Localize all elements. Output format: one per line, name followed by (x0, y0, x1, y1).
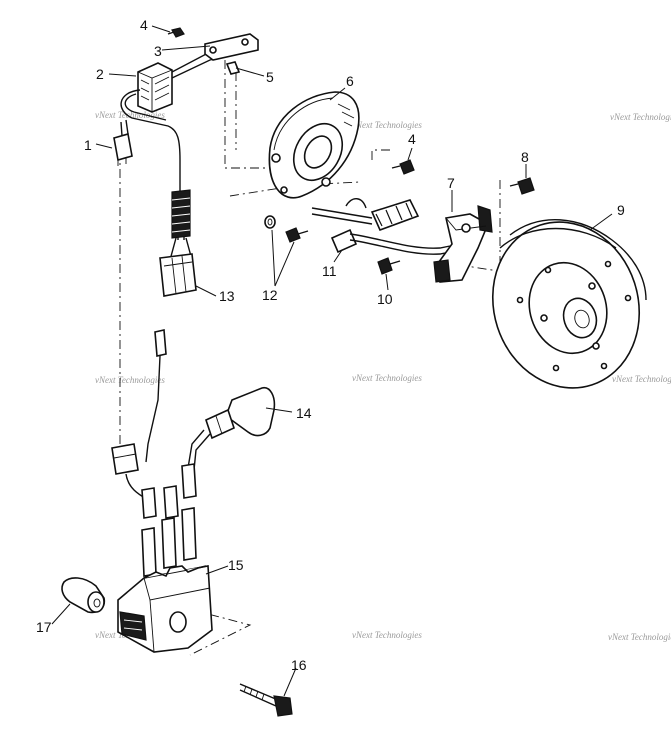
part-16-bolt (239, 683, 293, 717)
harness-wrap (171, 189, 191, 239)
callout-11: 11 (322, 263, 337, 279)
callout-5: 5 (266, 69, 274, 85)
callout-6: 6 (346, 73, 354, 89)
part-13-connector (159, 237, 197, 297)
callout-4-top: 4 (140, 17, 148, 33)
part-10-screw (377, 257, 401, 275)
part-8-screw (509, 177, 535, 195)
callout-15: 15 (228, 557, 244, 573)
callout-7: 7 (447, 175, 455, 191)
part-11-stator-coil (311, 198, 451, 255)
part-7-pulser (433, 205, 493, 283)
watermark: vNext Technologies (95, 375, 165, 385)
watermark: vNext Technologies (352, 630, 422, 640)
watermark: vNext Technologies (352, 373, 422, 383)
callout-4-mid: 4 (408, 131, 416, 147)
part-14-plug-cap (187, 386, 276, 471)
watermark: vNext Technologies (608, 632, 671, 642)
part-4-screw-top (167, 27, 185, 38)
callout-3: 3 (154, 43, 162, 59)
callouts: 1 2 3 4 4 5 6 7 8 9 10 11 12 13 14 15 16… (36, 17, 625, 673)
part-6-stator-plate (268, 91, 360, 199)
callout-12: 12 (262, 287, 278, 303)
callout-17: 17 (36, 619, 52, 635)
coil-leads (141, 463, 197, 577)
callout-2: 2 (96, 66, 104, 82)
part-15-ignition-coil (117, 565, 213, 653)
callout-14: 14 (296, 405, 312, 421)
callout-10: 10 (377, 291, 393, 307)
part-5-spacer (225, 61, 241, 75)
leader-lines (51, 25, 613, 697)
watermark: vNext Technologies (610, 112, 671, 122)
callout-13: 13 (219, 288, 235, 304)
watermark: vNext Technologies (612, 374, 671, 384)
part-4-screw-mid (391, 159, 415, 175)
part-9-flywheel (491, 219, 647, 389)
callout-1: 1 (84, 137, 92, 153)
part-12-screw-washer (264, 215, 309, 243)
lead-upper (145, 329, 167, 463)
callout-9: 9 (617, 202, 625, 218)
callout-16: 16 (291, 657, 307, 673)
part-1-connector (113, 119, 133, 166)
part-2-regulator (137, 33, 259, 113)
watermark: vNext Technologies (352, 120, 422, 130)
watermark: vNext Technologies (95, 110, 165, 120)
part-17-cap (61, 577, 106, 614)
callout-8: 8 (521, 149, 529, 165)
